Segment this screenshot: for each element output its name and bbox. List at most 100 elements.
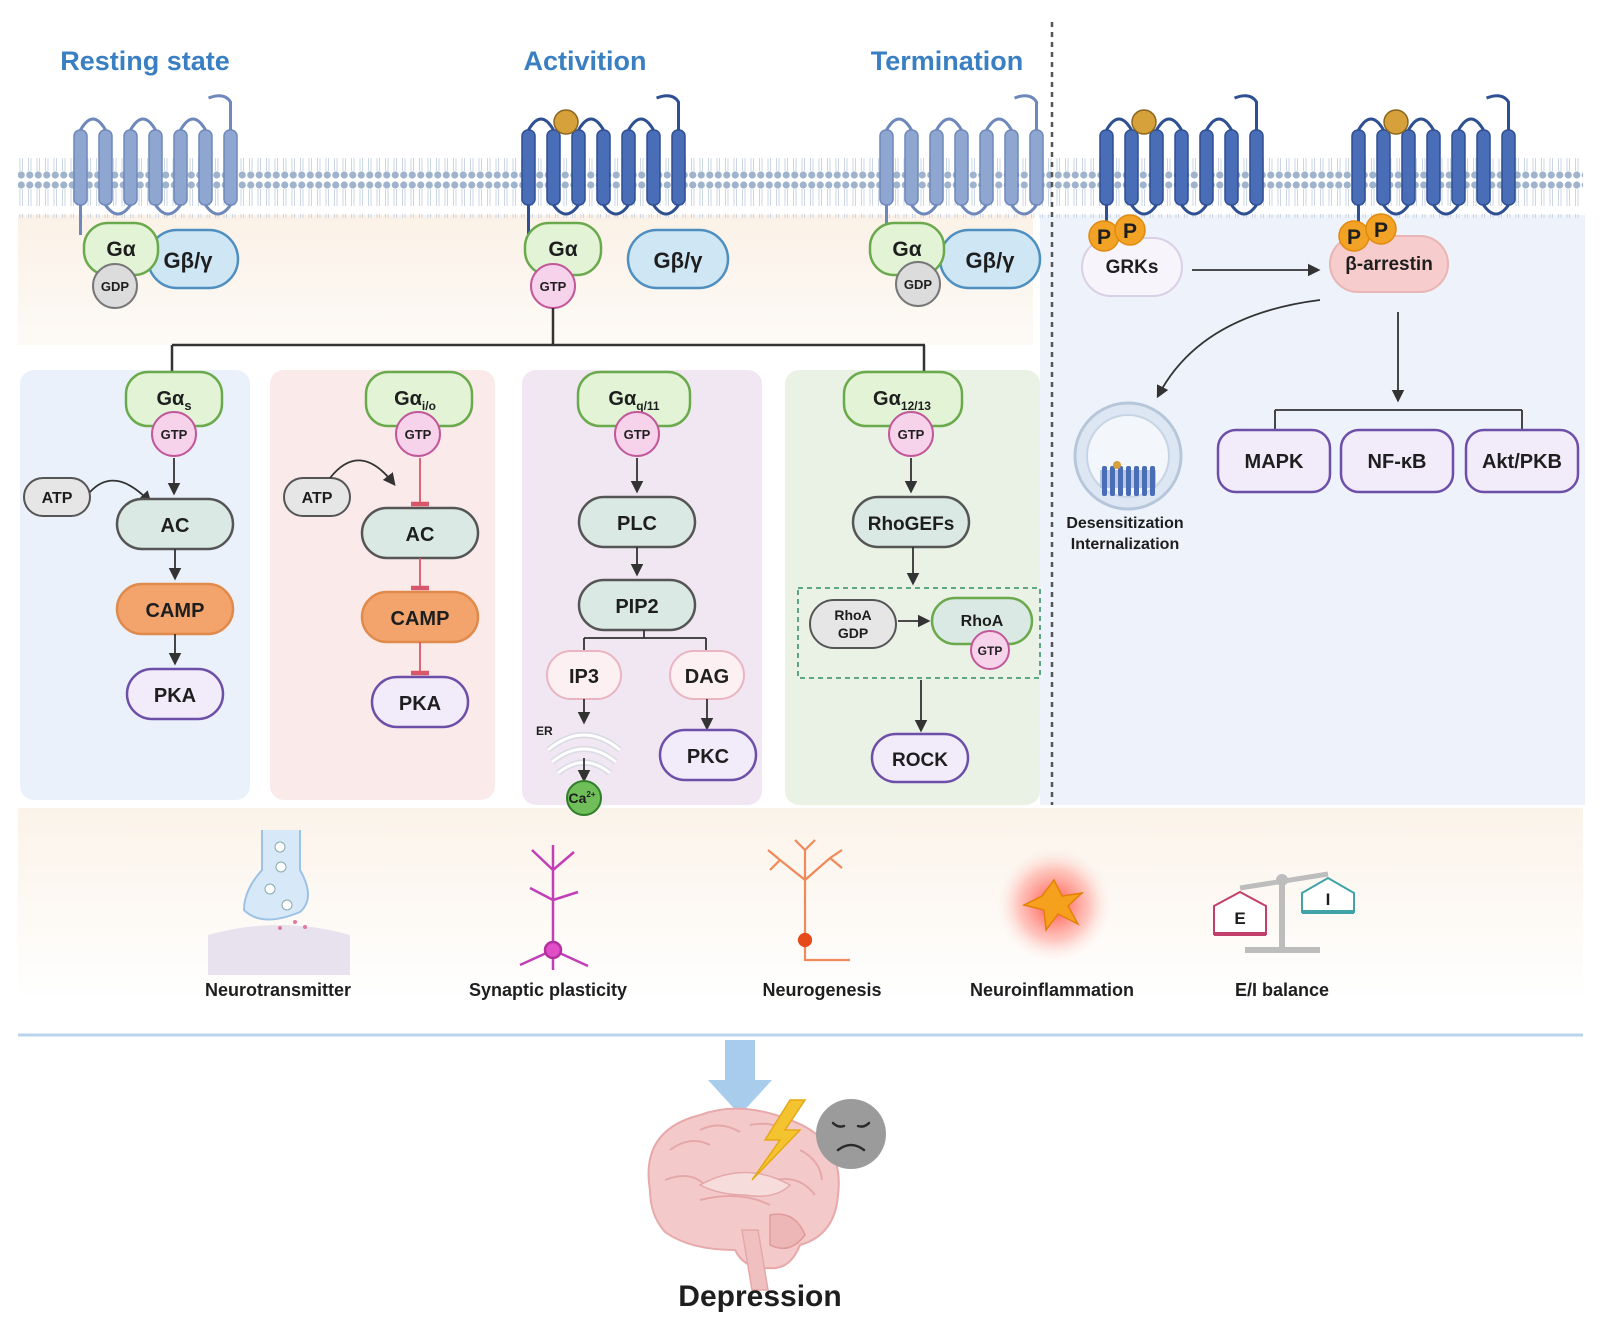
transmembrane-helix (1426, 129, 1441, 206)
plasticity-label: Synaptic plasticity (469, 980, 627, 1000)
calcium-label: Ca2+ (568, 790, 595, 806)
down-arrow-icon (708, 1040, 772, 1115)
pka-node (125, 667, 225, 721)
atp-label: ATP (302, 490, 333, 507)
ligand-icon (553, 109, 579, 135)
mapk-node (1216, 428, 1332, 494)
activated-microglia-icon (1021, 878, 1085, 932)
gprotein-resting: Gβ/γ Gα GDP (82, 221, 240, 309)
ip3-label: IP3 (569, 666, 599, 688)
e-label: E (1234, 909, 1245, 928)
receptor-activation (521, 94, 686, 235)
atp-node (23, 477, 91, 517)
atp-node (283, 477, 351, 517)
nfkb-label: NF-κB (1368, 451, 1427, 473)
arrestin-section: GRKs P P β-arrestin P P Desensitization (1066, 213, 1580, 553)
plc-label: PLC (617, 513, 657, 535)
pip2-label: PIP2 (615, 596, 658, 618)
transmembrane-helix (879, 129, 894, 206)
galpha-label: Gα (106, 238, 135, 261)
neuron-plasticity-icon (519, 845, 589, 970)
transmembrane-helix (1124, 129, 1139, 206)
atp-label: ATP (42, 490, 73, 507)
neurogenesis-label: Neurogenesis (762, 980, 881, 1000)
transmembrane-helix (1451, 129, 1466, 206)
gdp-badge (895, 261, 941, 307)
pka-label: PKA (399, 693, 441, 715)
grks-label: GRKs (1106, 257, 1159, 278)
pkc-label: PKC (687, 746, 729, 768)
transmembrane-helix (979, 129, 994, 206)
panel-gi (270, 370, 495, 800)
transmembrane-helix (1004, 129, 1019, 206)
gdp-label: GDP (904, 277, 933, 292)
receptor-resting (73, 94, 238, 235)
gdp-badge (92, 263, 138, 309)
gtp-badge (970, 630, 1010, 670)
rhogefs-node (851, 495, 971, 549)
betagamma-label: Gβ/γ (654, 248, 704, 273)
ac-label: AC (406, 524, 435, 546)
transmembrane-helix (223, 129, 238, 206)
receptor-phosphorylated (1099, 94, 1264, 235)
pkc-node (658, 728, 758, 782)
transmembrane-helix (546, 129, 561, 206)
camp-label: CAMP (146, 600, 205, 622)
gtp-badge (614, 411, 660, 457)
transmembrane-helix (148, 129, 163, 206)
g1213-pathway: Gα12/13 GTP RhoGEFs RhoA GDP RhoA GTP RO… (797, 370, 1041, 784)
transmembrane-helix (1476, 129, 1491, 206)
cell-membrane (18, 158, 1583, 218)
transmembrane-helix (904, 129, 919, 206)
gprotein-termination: Gβ/γ Gα GDP (868, 221, 1042, 307)
gi-pathway: Gαi/o GTP ATP AC CAMP PKA (283, 370, 480, 729)
galpha-q11-label: Gαq/11 (608, 388, 660, 413)
internalization-label: Internalization (1071, 536, 1179, 553)
transmembrane-helix (1224, 129, 1239, 206)
pka-node (370, 675, 470, 729)
mapk-label: MAPK (1245, 451, 1304, 473)
ligand-icon (1383, 109, 1409, 135)
transmembrane-helix (571, 129, 586, 206)
rhoa-activation-box (797, 587, 1041, 679)
transmembrane-helix (198, 129, 213, 206)
depression-label: Depression (678, 1280, 841, 1313)
nfkb-node (1339, 428, 1455, 494)
phosphate-badge (1114, 214, 1146, 246)
neuroinflammation-label: Neuroinflammation (970, 980, 1134, 1000)
transmembrane-helix (173, 129, 188, 206)
effector-branch (1274, 409, 1523, 430)
er-label: ER (536, 724, 553, 738)
neurotransmitter-label: Neurotransmitter (205, 980, 351, 1000)
transmembrane-helix (521, 129, 536, 206)
arrow-atp-ac (89, 479, 152, 504)
ligand-icon (1131, 109, 1157, 135)
gs-pathway: Gαs GTP ATP AC CAMP PKA (23, 370, 235, 721)
panel-g12 (785, 370, 1040, 805)
phosphate-label: P (1374, 219, 1388, 242)
arrow-atp-ac (329, 459, 396, 486)
akt-label: Akt/PKB (1482, 451, 1562, 473)
heading-resting: Resting state (60, 46, 230, 76)
galpha-io-label: Gαi/o (394, 388, 436, 413)
receptor-loops (885, 94, 1038, 235)
phosphate-label: P (1097, 226, 1111, 249)
transmembrane-helix (671, 129, 686, 206)
gdp-label: GDP (101, 279, 130, 294)
receptor-loops (79, 94, 232, 235)
receptor-layer (73, 94, 1516, 235)
sad-face-icon (816, 1099, 886, 1169)
arrow-arrestin-internalization (1156, 299, 1321, 399)
gtp-badge (395, 411, 441, 457)
transmembrane-helix (954, 129, 969, 206)
synapse-icon (208, 830, 350, 975)
transmembrane-helix (98, 129, 113, 206)
transmembrane-helix (621, 129, 636, 206)
heading-termination: Termination (871, 46, 1024, 76)
transmembrane-helix (73, 129, 88, 206)
lightning-icon (751, 1099, 807, 1181)
transmembrane-helix (1501, 129, 1516, 206)
rhoa-gdp-label-1: RhoA (834, 607, 871, 623)
transmembrane-helix (1099, 129, 1114, 206)
